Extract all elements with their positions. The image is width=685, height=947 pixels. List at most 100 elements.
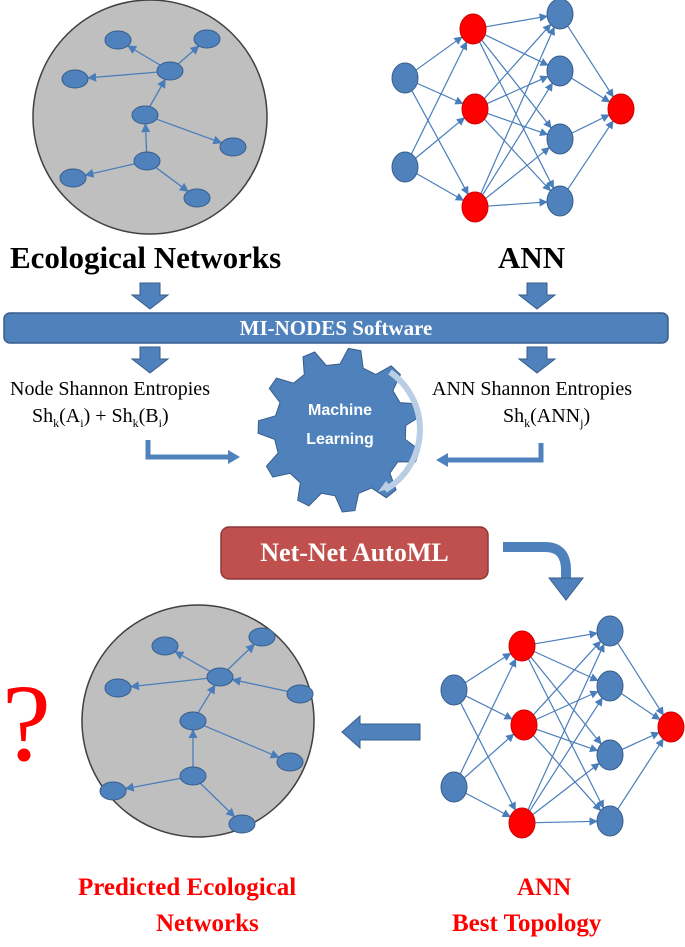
network-edge: [177, 45, 200, 65]
network-edge: [567, 120, 614, 190]
gear-label-line2: Learning: [306, 431, 374, 448]
ann-node-red: [607, 93, 635, 125]
network-edge: [621, 731, 660, 751]
network-node: [156, 61, 184, 81]
network-node: [596, 670, 624, 702]
network-edge: [86, 71, 158, 82]
network-edge: [200, 782, 236, 818]
bent-arrow-icon: [145, 440, 240, 464]
gear-label-line1: Machine: [307, 402, 372, 419]
network-edge: [141, 123, 151, 153]
down-arrow-icon: [130, 346, 170, 374]
network-edge: [571, 114, 610, 134]
software-bar: [3, 312, 669, 344]
network-node: [206, 667, 234, 687]
ann-node-red: [461, 191, 489, 223]
network-edge: [156, 118, 223, 145]
network-edge: [567, 25, 614, 98]
network-edge: [411, 90, 469, 196]
network-edge: [485, 147, 550, 199]
network-edge: [129, 677, 208, 691]
network-edge: [482, 82, 553, 196]
network-edge: [465, 695, 513, 720]
network-node: [99, 781, 127, 801]
software-bar-label: MI-NODES Software: [239, 316, 433, 340]
ecological-network-predicted: [81, 604, 315, 838]
network-edge: [480, 26, 555, 194]
network-node: [179, 766, 207, 786]
network-node: [228, 814, 256, 834]
network-edge: [84, 163, 135, 178]
network-edge: [484, 118, 552, 192]
node-entropy-label: Node Shannon Entropies: [10, 378, 210, 400]
automl-label: Net-Net AutoML: [260, 538, 449, 567]
ann-best-line2: Best Topology: [452, 910, 602, 937]
network-node: [546, 55, 574, 87]
network-edge: [532, 735, 602, 812]
network-edge: [486, 75, 549, 105]
network-edge: [127, 45, 161, 66]
network-edge: [571, 77, 611, 103]
left-arrow-icon: [341, 714, 421, 750]
network-edge: [415, 117, 466, 159]
network-edge: [529, 697, 603, 812]
network-node: [183, 188, 211, 208]
network-node: [596, 615, 624, 647]
network-edge: [483, 23, 552, 99]
ann-node-red: [510, 709, 538, 741]
gear-icon: [257, 347, 423, 513]
eco-networks-title: Ecological Networks: [10, 240, 282, 275]
network-node: [276, 752, 304, 772]
network-edge: [532, 762, 600, 816]
network-edge: [535, 690, 599, 721]
network-edge: [530, 656, 602, 745]
network-node: [219, 137, 247, 157]
network-node: [391, 151, 419, 183]
network-edge: [481, 39, 552, 129]
network-edge: [620, 693, 661, 720]
network-edge: [617, 642, 664, 716]
network-edge: [534, 630, 598, 645]
predicted-networks-line1: Predicted Ecological: [78, 874, 297, 901]
network-edge: [487, 112, 549, 137]
network-edge: [416, 173, 465, 201]
network-edge: [410, 41, 468, 155]
network-edge: [197, 684, 216, 714]
network-node: [104, 30, 132, 50]
automl-box: [220, 526, 489, 580]
network-node: [440, 771, 468, 803]
ann-node-red: [657, 711, 685, 743]
network-edge: [532, 640, 602, 716]
ann-entropy-label: ANN Shannon Entropies: [432, 378, 632, 400]
network-edge: [227, 643, 256, 671]
network-node: [596, 739, 624, 771]
network-edge: [149, 78, 166, 107]
network-edge: [536, 728, 599, 753]
network-edge: [465, 792, 511, 818]
ann-node-red: [508, 807, 536, 839]
network-node: [546, 0, 574, 30]
network-edge: [459, 658, 517, 775]
ann-entropy-formula: Shk(ANNj): [503, 405, 591, 430]
network-edge: [416, 82, 464, 105]
network-node: [131, 105, 159, 125]
network-edge: [527, 643, 605, 810]
network-edge: [465, 652, 512, 684]
bent-arrow-icon: [436, 443, 544, 467]
network-node: [193, 29, 221, 49]
network-node: [133, 151, 161, 171]
ann-network-best: [440, 615, 685, 839]
network-edge: [155, 167, 189, 192]
network-edge: [487, 198, 548, 207]
network-edge: [484, 34, 549, 66]
network-node: [546, 185, 574, 217]
network-edge: [124, 777, 181, 792]
network-edge: [174, 651, 211, 672]
network-node: [104, 678, 132, 698]
down-arrow-icon: [517, 346, 557, 374]
network-node: [151, 636, 179, 656]
network-edge: [203, 725, 280, 759]
ecological-network-top: [32, 0, 268, 235]
question-mark: ?: [2, 662, 51, 784]
